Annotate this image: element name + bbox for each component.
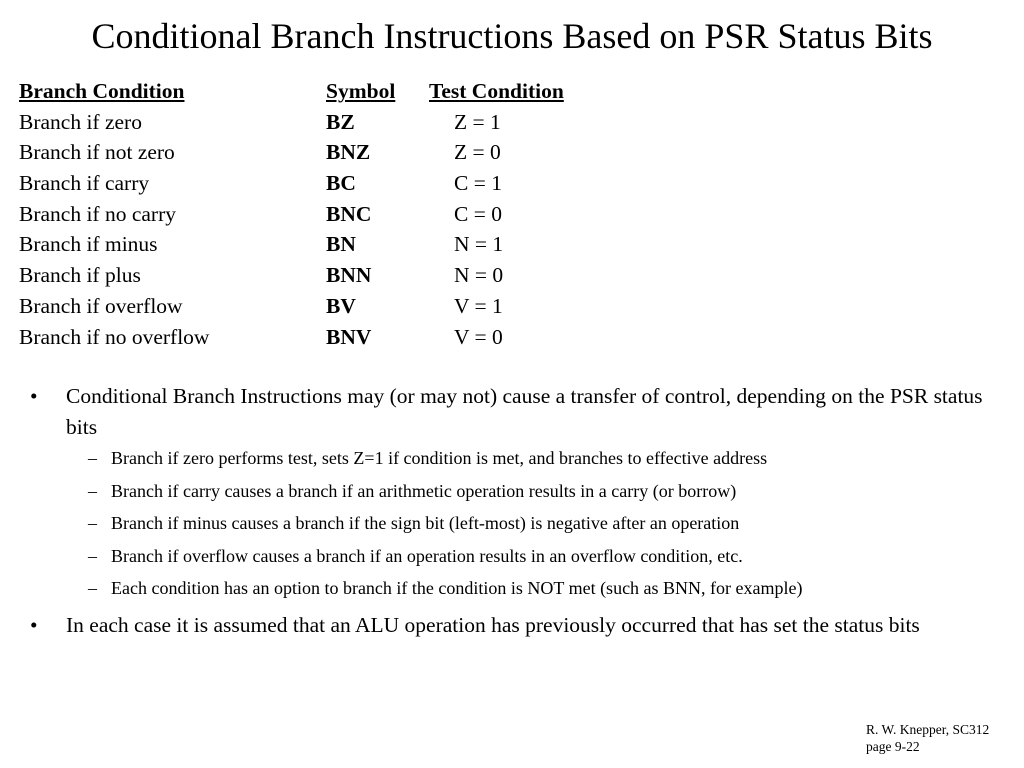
test-condition-cell: Z = 0 [454,140,501,165]
sub-bullet-item: – Branch if carry causes a branch if an … [0,480,1024,502]
symbol-cell: BV [326,293,356,318]
dash-mark: – [88,448,97,468]
bullet-mark: • [30,384,38,408]
dash-mark: – [88,513,97,533]
symbol-cell: BNV [326,324,372,349]
header-symbol: Symbol [326,79,396,103]
bullet-mark: • [30,612,38,637]
test-condition-cell: C = 0 [454,201,502,226]
sub-bullet-item: – Branch if overflow causes a branch if … [0,545,1024,567]
symbol-cell: BC [326,171,356,196]
test-condition-cell: C = 1 [454,171,502,196]
footer-page-number: page 9-22 [866,739,920,754]
symbol-cell: BNC [326,201,372,226]
sub-bullet-text: Branch if carry causes a branch if an ar… [111,480,737,501]
dash-mark: – [88,480,97,501]
sub-bullet-text: Branch if overflow causes a branch if an… [111,545,743,566]
sub-bullet-item: – Each condition has an option to branch… [0,577,1024,599]
branch-condition-cell: Branch if overflow [19,293,183,318]
sub-bullet-text: Branch if minus causes a branch if the s… [111,513,740,533]
symbol-cell: BNN [326,263,372,288]
sub-bullet-item: – Branch if zero performs test, sets Z=1… [0,447,1024,469]
branch-condition-cell: Branch if carry [19,171,150,196]
bullet-text: Conditional Branch Instructions may (or … [66,384,983,439]
symbol-cell: BN [326,232,356,257]
header-test-condition: Test Condition [429,79,564,103]
test-condition-cell: Z = 1 [454,109,501,134]
footer-author: R. W. Knepper, SC312 [866,722,990,737]
branch-condition-cell: Branch if no overflow [19,324,210,349]
sub-bullet-text: Each condition has an option to branch i… [111,578,803,598]
sub-bullet-list: – Branch if zero performs test, sets Z=1… [0,447,1024,599]
test-condition-cell: N = 1 [454,232,504,257]
symbol-cell: BNZ [326,140,371,165]
test-condition-cell: N = 0 [454,263,504,288]
test-condition-cell: V = 1 [454,293,503,318]
sub-bullet-item: – Branch if minus causes a branch if the… [0,512,1024,534]
dash-mark: – [88,545,97,566]
symbol-cell: BZ [326,109,355,134]
dash-mark: – [88,578,97,598]
header-branch-condition: Branch Condition [19,79,185,103]
test-condition-cell: V = 0 [454,324,503,349]
bullet-item: • In each case it is assumed that an ALU… [0,610,1024,641]
branch-condition-cell: Branch if no carry [19,201,176,226]
bullet-item: • Conditional Branch Instructions may (o… [0,381,1024,443]
slide-title: Conditional Branch Instructions Based on… [91,16,933,56]
branch-condition-cell: Branch if minus [19,232,158,257]
bullet-text: In each case it is assumed that an ALU o… [66,612,920,637]
branch-condition-cell: Branch if not zero [19,140,175,165]
branch-condition-cell: Branch if plus [19,263,141,288]
branch-condition-cell: Branch if zero [19,109,142,134]
slide-footer: R. W. Knepper, SC312 page 9-22 [866,721,989,755]
sub-bullet-text: Branch if zero performs test, sets Z=1 i… [111,448,768,468]
bullet-list: • Conditional Branch Instructions may (o… [0,381,1024,641]
